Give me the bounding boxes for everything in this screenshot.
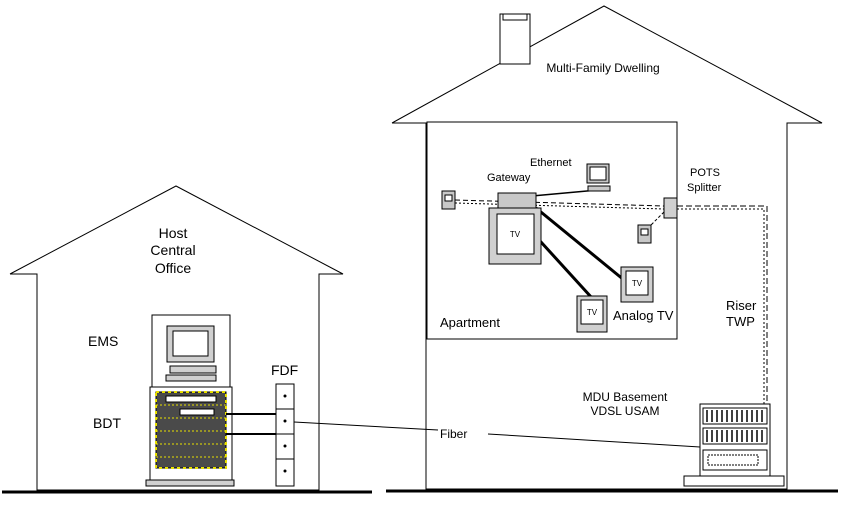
- ethernet-label: Ethernet: [530, 157, 572, 169]
- riser-label-line-2: TWP: [726, 314, 755, 329]
- phone-icon-right: [637, 224, 652, 244]
- chimney: [499, 13, 531, 65]
- central-office-house: [9, 185, 344, 491]
- riser-twp-wiring: [677, 205, 768, 406]
- vdsl-usam-rack: [683, 403, 785, 487]
- riser-label-line-1: Riser: [726, 298, 757, 313]
- ems-computer-icon: [165, 325, 217, 382]
- fdf-panel: [275, 383, 295, 487]
- pots-label-line-2: Splitter: [687, 182, 722, 194]
- analog-tv-label: Analog TV: [613, 308, 674, 323]
- apartment-label: Apartment: [440, 315, 500, 330]
- gateway-to-pc-link: [531, 189, 599, 197]
- fiber-label: Fiber: [440, 427, 467, 441]
- bdt-equipment: [155, 391, 227, 469]
- pots-label-line-1: POTS: [690, 167, 720, 179]
- basement-label-line-1: MDU Basement: [583, 390, 668, 404]
- central-office-title-line-3: Office: [155, 260, 192, 276]
- bdt-label: BDT: [93, 415, 121, 431]
- apartment-box: [426, 121, 678, 340]
- mdu-house: [391, 5, 823, 490]
- tv-analog-right-icon: [620, 266, 654, 303]
- gateway-icon: [497, 192, 537, 209]
- tv-large-label: TV: [510, 230, 521, 239]
- basement-label-line-2: VDSL USAM: [591, 404, 660, 418]
- tv-analog-left-label: TV: [587, 308, 598, 317]
- mdu-title: Multi-Family Dwelling: [546, 61, 659, 75]
- fiber-line-to-usam: [487, 433, 701, 448]
- chimney-cap: [502, 13, 528, 21]
- ems-label: EMS: [88, 333, 118, 349]
- fiber-line: [293, 421, 439, 431]
- central-office-title-line-2: Central: [150, 242, 195, 258]
- fdf-label: FDF: [271, 362, 298, 378]
- central-office-title-line-1: Host: [159, 225, 188, 241]
- ethernet-computer-icon: [586, 163, 611, 192]
- phone-icon-left: [441, 190, 456, 210]
- tv-analog-right-label: TV: [632, 279, 643, 288]
- tv-large-icon: [488, 207, 542, 265]
- tv-analog-left-icon: [576, 295, 608, 333]
- pots-splitter-icon: [663, 197, 678, 219]
- gateway-label: Gateway: [487, 172, 531, 184]
